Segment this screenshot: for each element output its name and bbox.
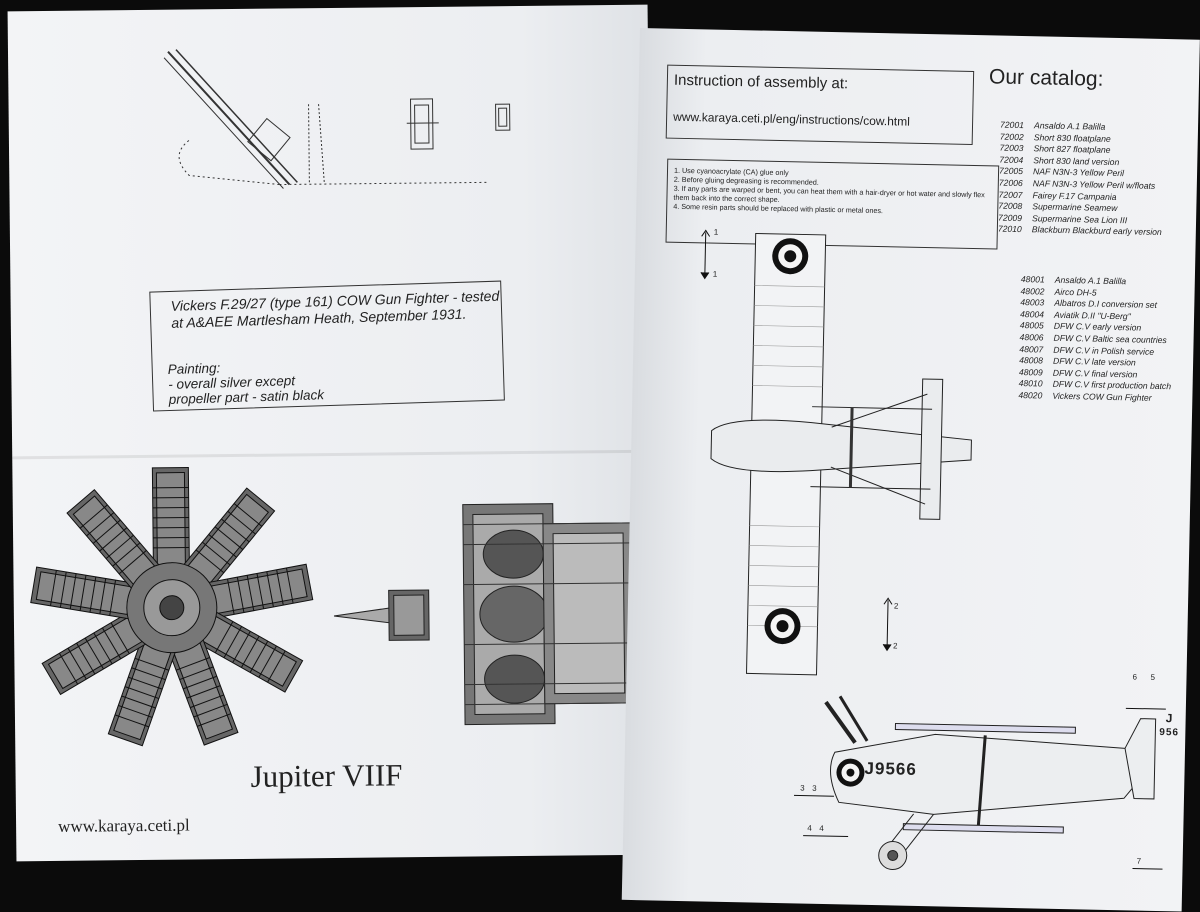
callout-4a: 4	[807, 824, 812, 833]
callout-7: 7	[1137, 857, 1142, 866]
painting-info-box: Vickers F.29/27 (type 161) COW Gun Fight…	[149, 281, 505, 412]
left-page: Vickers F.29/27 (type 161) COW Gun Fight…	[8, 5, 657, 862]
right-page: Instruction of assembly at: www.karaya.c…	[622, 28, 1200, 912]
callout-1a: 1	[714, 228, 719, 237]
gun-mount-drawing	[158, 42, 540, 216]
callout-2a: 2	[894, 601, 899, 610]
assembly-notes: 1. Use cyanoacrylate (CA) glue only 2. B…	[673, 166, 992, 218]
callout-5: 5	[1150, 673, 1155, 682]
instructions-title: Instruction of assembly at:	[674, 72, 849, 93]
registration-partial-tail: J	[1166, 711, 1174, 725]
callout-6: 6	[1132, 672, 1137, 681]
instructions-box: Instruction of assembly at: www.karaya.c…	[666, 65, 974, 145]
callout-1b: 1	[713, 270, 718, 279]
radial-engine-front-drawing	[20, 456, 343, 759]
aircraft-top-view-drawing	[686, 224, 996, 700]
instructions-url: www.karaya.ceti.pl/eng/instructions/cow.…	[673, 110, 910, 129]
callout-2b: 2	[893, 641, 898, 650]
catalog-title: Our catalog:	[989, 65, 1104, 91]
callout-3a: 3	[800, 784, 805, 793]
aircraft-description: Vickers F.29/27 (type 161) COW Gun Fight…	[171, 288, 502, 332]
engine-name: Jupiter VIIF	[250, 757, 402, 795]
callout-4b: 4	[819, 824, 824, 833]
registration-marking: J9566	[864, 759, 917, 780]
aircraft-side-view-drawing	[792, 671, 1176, 879]
engine-side-drawing	[333, 483, 656, 756]
painting-notes: Painting: - overall silver except propel…	[168, 353, 469, 407]
registration-partial-tail-2: 956	[1159, 727, 1179, 738]
callout-3b: 3	[812, 784, 817, 793]
website-url: www.karaya.ceti.pl	[58, 816, 190, 837]
